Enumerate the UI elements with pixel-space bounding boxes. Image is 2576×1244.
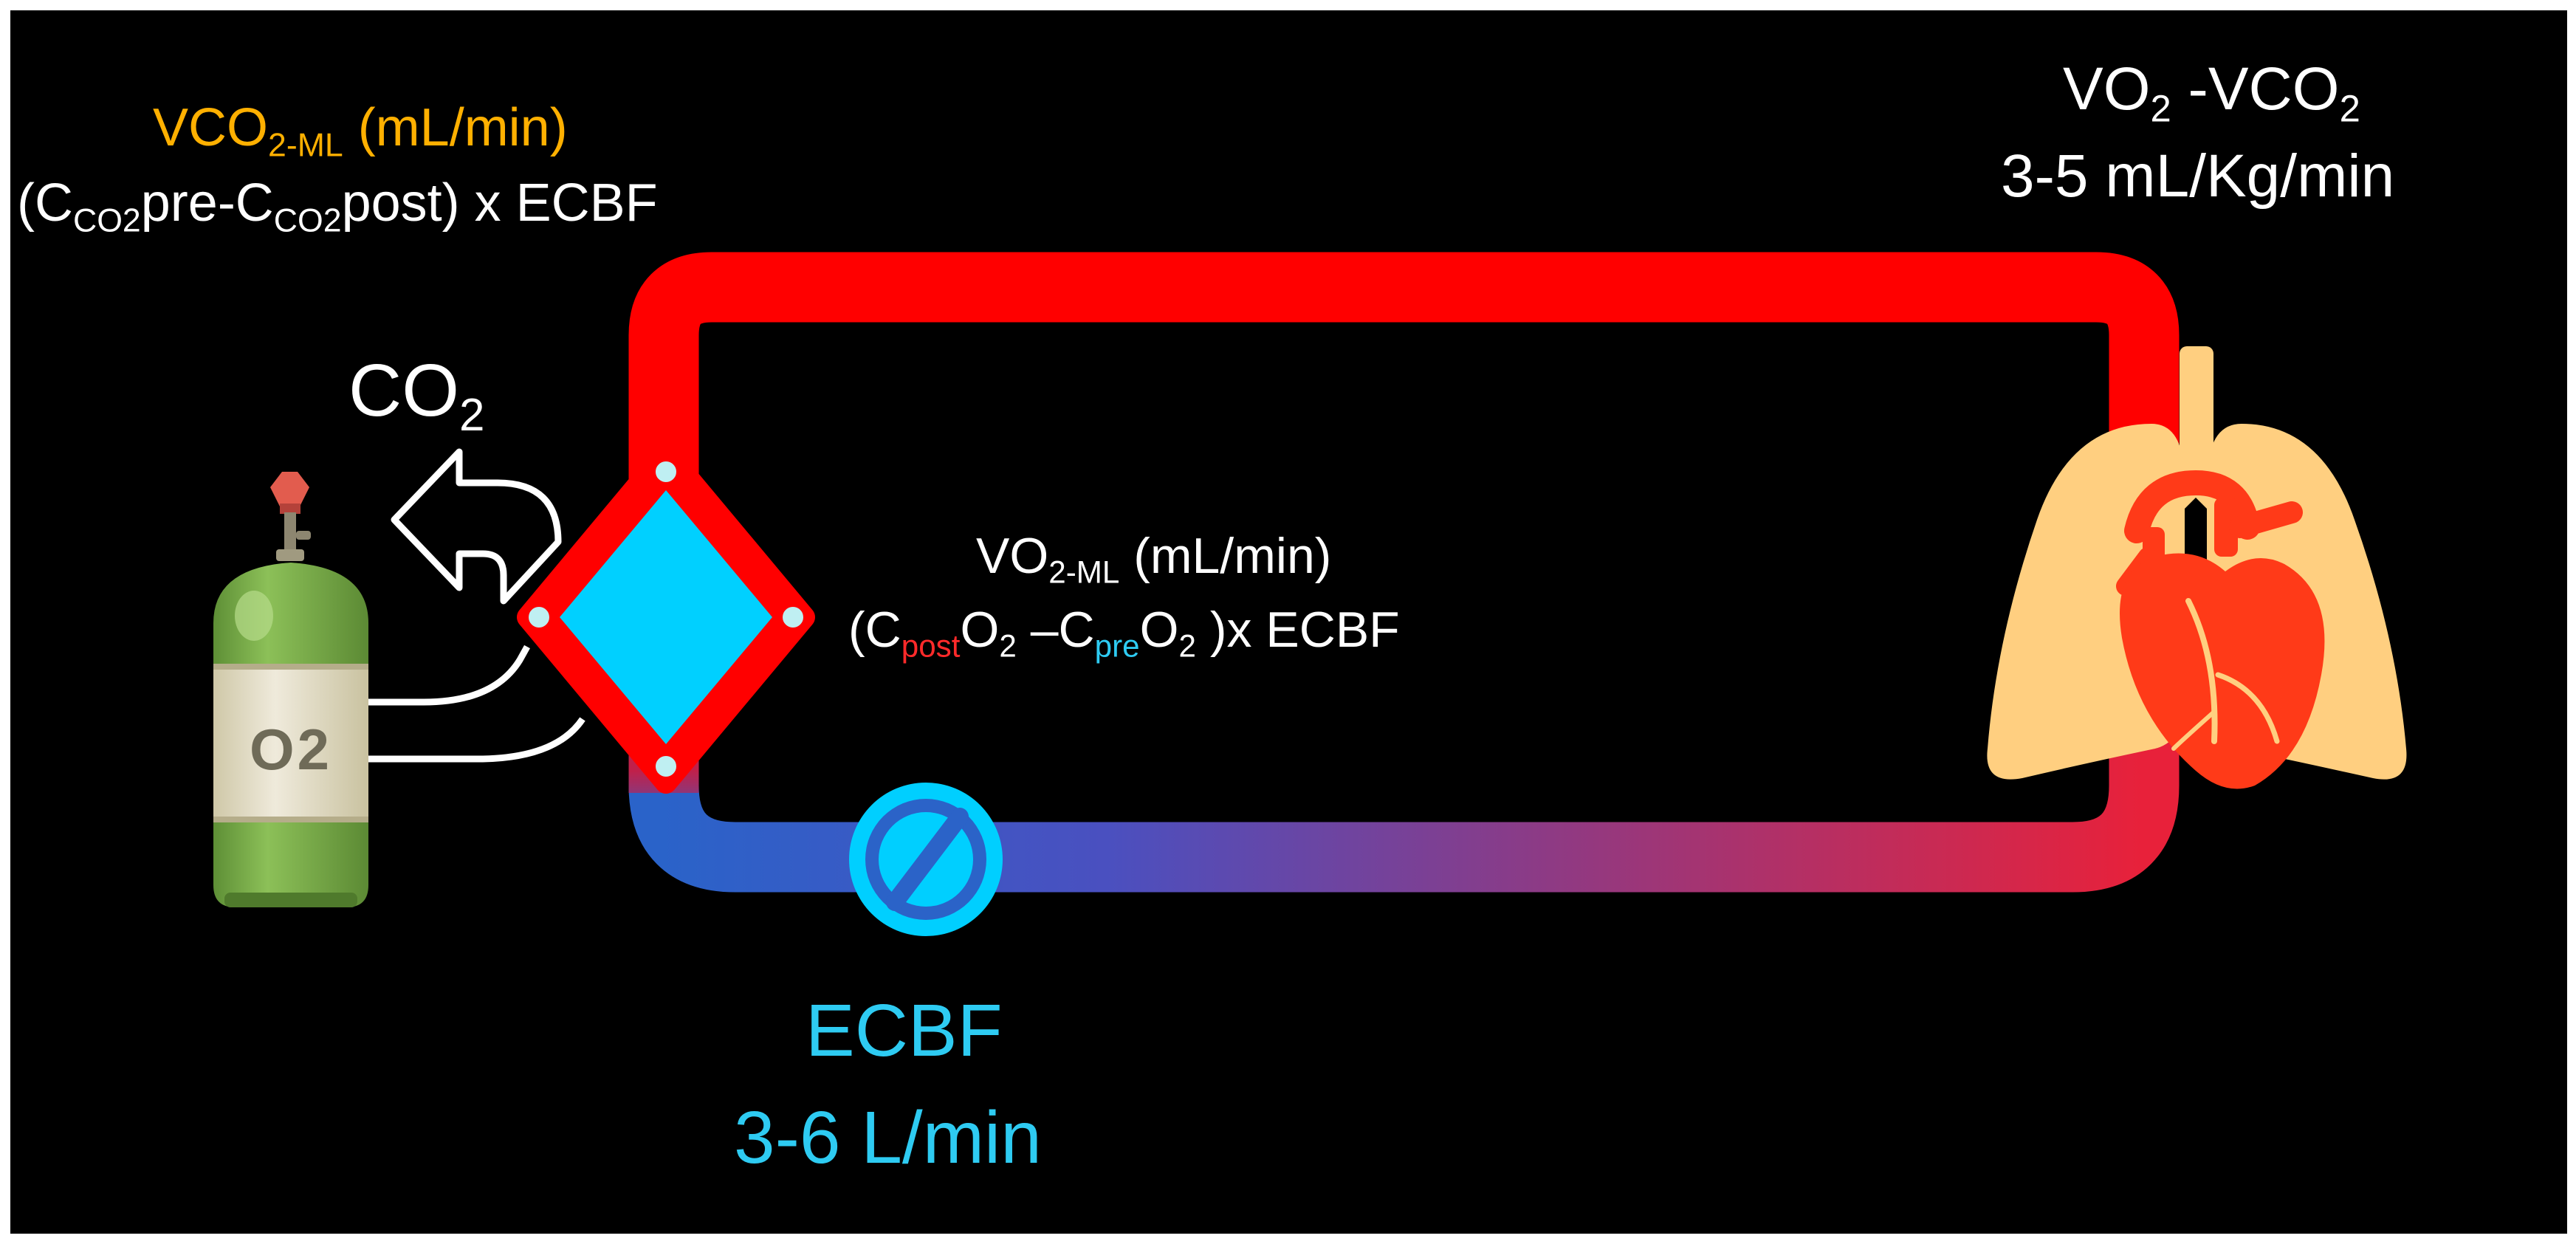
body-vco2-sub: 2: [2339, 87, 2360, 130]
body-exchange-rate-text: 3-5 mL/Kg/min: [2001, 142, 2395, 210]
vo2-ml-unit: (mL/min): [1119, 528, 1332, 584]
body-vo2-sub: 2: [2150, 87, 2171, 130]
diagram-canvas: O2 VCO2-ML (mL/min): [10, 10, 2567, 1234]
vco2-formula-mid: pre-C: [140, 173, 274, 233]
membrane-lung-icon: [517, 441, 815, 794]
arterial-tubing: [628, 252, 2180, 784]
ecbf-title: ECBF: [806, 989, 1003, 1073]
body-exchange-label: VO2 -VCO2: [2063, 55, 2360, 127]
ecmo-circuit-diagram: O2: [213, 252, 2407, 936]
vco2-formula-end: post) x ECBF: [341, 173, 658, 233]
vco2-formula-sub1: CO2: [72, 202, 141, 239]
blood-pump-icon: [849, 783, 1003, 936]
vco2-ml-sub: 2-ML: [268, 127, 343, 164]
vco2-ml-unit: (mL/min): [343, 98, 568, 157]
ecbf-rate: 3-6 L/min: [734, 1096, 1042, 1181]
vo2-ml-label: VO2-ML (mL/min): [976, 527, 1332, 588]
body-exchange-rate: 3-5 mL/Kg/min: [2001, 142, 2394, 211]
vco2-ml-label: VCO2-ML (mL/min): [153, 97, 568, 162]
co2-main: CO: [348, 349, 459, 432]
vco2-formula-open: (C: [17, 173, 73, 233]
co2-label: CO2: [348, 348, 484, 438]
vo2-formula-open: (C: [848, 602, 901, 658]
vo2-formula-end: )x ECBF: [1195, 602, 1400, 658]
lungs-heart-icon: [1987, 346, 2407, 789]
body-vo2: VO: [2063, 55, 2151, 123]
body-vco2: -VCO: [2171, 55, 2340, 123]
sweep-gas-lines: [357, 645, 585, 763]
vo2-formula-o2-sub: 2: [1178, 628, 1196, 664]
vo2-ml-main: VO: [976, 528, 1049, 584]
vo2-ml-sub: 2-ML: [1048, 554, 1120, 590]
vo2-formula-sub-post: post: [901, 628, 961, 664]
vo2-formula-dash: –C: [1016, 602, 1095, 658]
vo2-formula-o2: O: [1139, 602, 1179, 658]
ecbf-title-text: ECBF: [806, 989, 1003, 1072]
vo2-formula-o1-sub: 2: [999, 628, 1017, 664]
vco2-ml-main: VCO: [153, 98, 269, 157]
vo2-formula-sub-pre: pre: [1094, 628, 1140, 664]
ecbf-rate-text: 3-6 L/min: [734, 1096, 1042, 1179]
co2-sub: 2: [459, 389, 485, 441]
vo2-formula: (CpostO2 –CpreO2 )x ECBF: [848, 601, 1400, 661]
cylinder-label: O2: [250, 717, 332, 782]
vco2-formula: (CCO2pre-CCO2post) x ECBF: [17, 173, 658, 237]
oxygen-cylinder-icon: O2: [213, 472, 368, 907]
vco2-formula-sub2: CO2: [273, 202, 342, 239]
co2-exhaust-arrow-icon: [391, 448, 562, 605]
vo2-formula-o1: O: [960, 602, 1000, 658]
